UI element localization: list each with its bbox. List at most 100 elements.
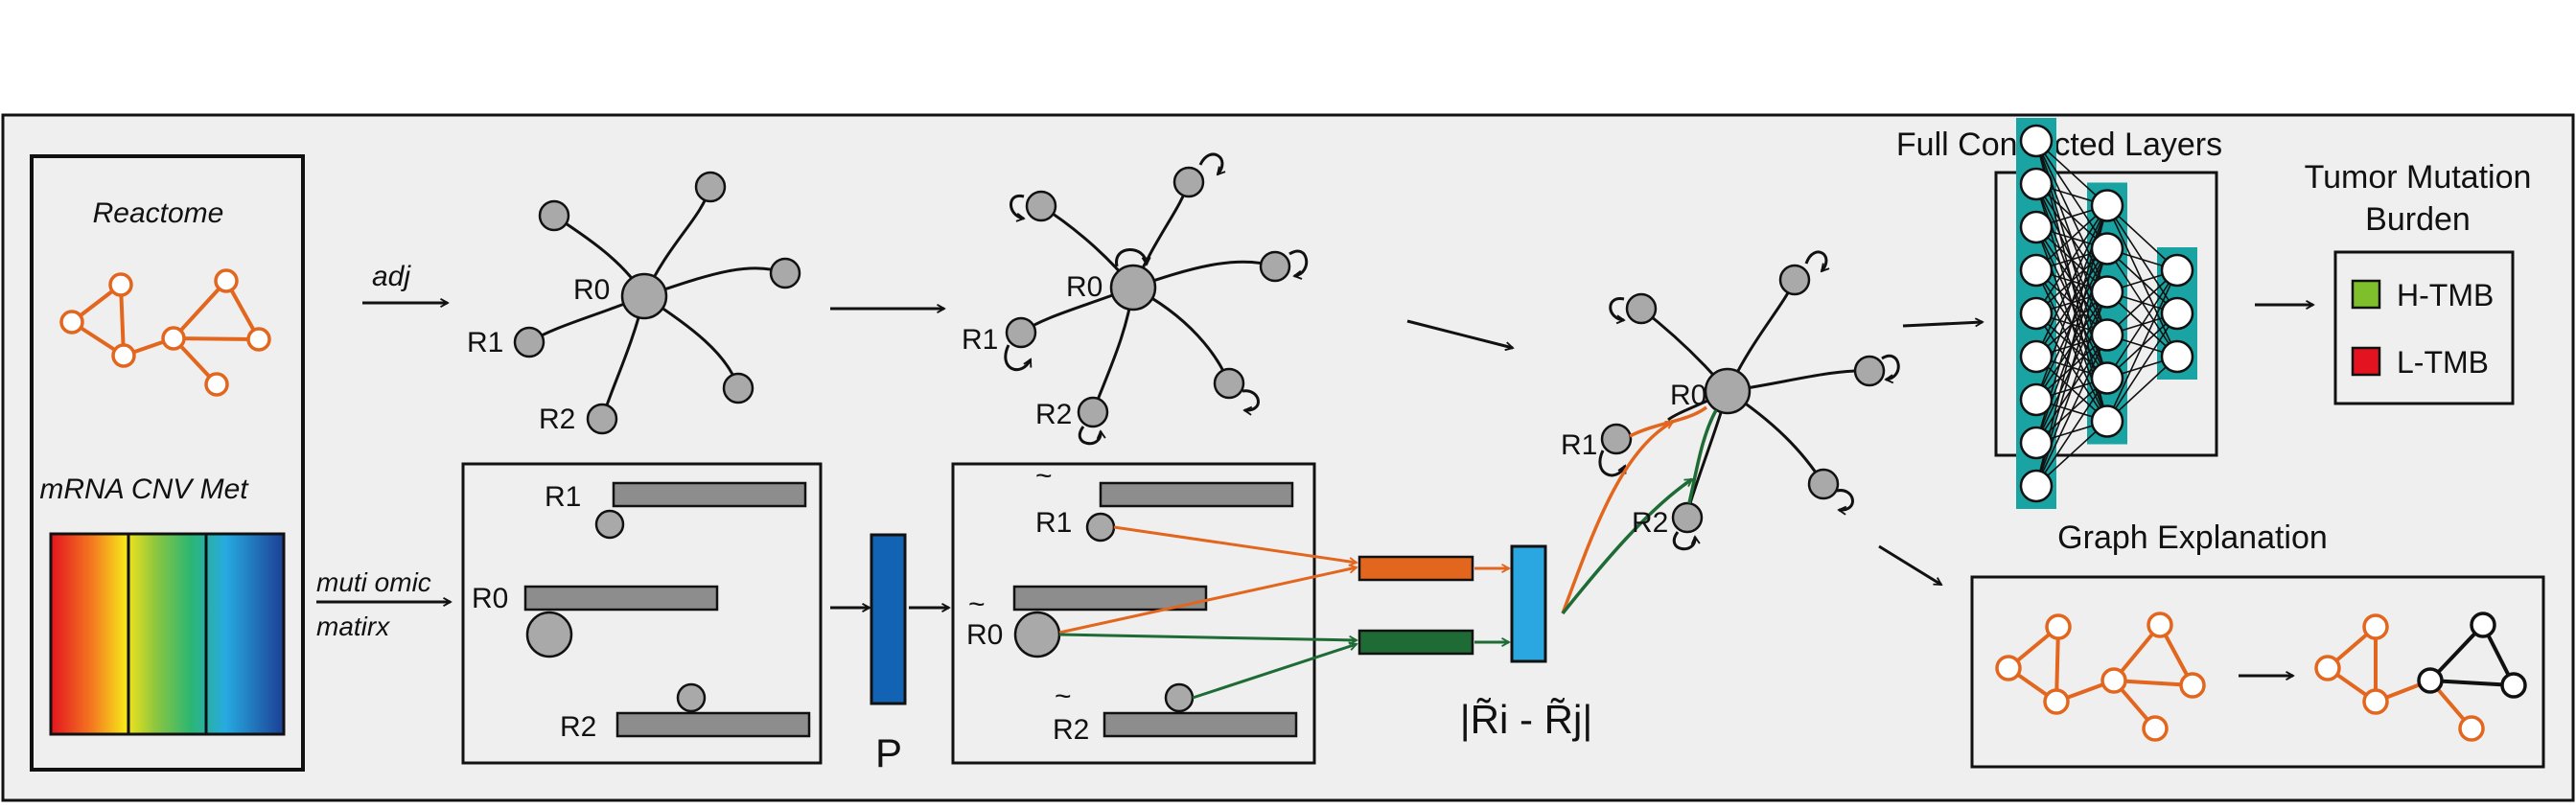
adj-label: adj	[372, 261, 411, 292]
m2-r0-tilde: ~	[968, 589, 986, 620]
legend-label-1: H-TMB	[2397, 278, 2494, 312]
omics-label: mRNA CNV Met	[39, 473, 249, 505]
fc-neuron	[2090, 232, 2124, 265]
fc-neuron	[2019, 426, 2054, 460]
projected-matrix-panel	[951, 462, 1316, 765]
fc-connection	[2106, 269, 2178, 422]
fc-connection	[2035, 205, 2108, 314]
explanation-box	[1970, 575, 2545, 769]
g2-r2-label: R2	[1035, 399, 1072, 430]
fc-box	[1994, 171, 2218, 457]
projection-block	[870, 533, 907, 705]
diff-vector-orange	[1358, 555, 1474, 582]
fc-connection	[2035, 205, 2108, 358]
fc-neuron	[2090, 275, 2124, 309]
reactome-label: Reactome	[93, 197, 224, 229]
g3-r2-label: R2	[1632, 507, 1668, 539]
m1-r1-label: R1	[545, 481, 581, 513]
m1-r2-node	[676, 682, 707, 713]
fc-connection	[2035, 335, 2108, 487]
m1-r0-bar	[523, 585, 719, 612]
graph2-to-graph3-arrow	[1406, 319, 1513, 348]
m2-r2-label: R2	[1053, 714, 1089, 746]
distance-label: |R̃i - R̃j|	[1460, 697, 1592, 742]
output-title-line2: Burden	[2365, 201, 2471, 238]
explanation-graph-output	[2314, 612, 2527, 742]
diff-vector-green	[1358, 629, 1474, 656]
m2-r1-label: R1	[1035, 507, 1072, 539]
g1-r2-label: R2	[539, 404, 575, 435]
fc-neuron	[2090, 318, 2124, 352]
m1-r2-bar	[615, 711, 811, 738]
fc-neuron	[2019, 167, 2054, 201]
output-title-line1: Tumor Mutation	[2305, 159, 2532, 196]
fc-connection	[2106, 269, 2178, 379]
fc-neuron	[2090, 189, 2124, 222]
reactome-graph	[59, 268, 271, 397]
m2-r2-node	[1164, 682, 1195, 713]
fc-neuron	[2090, 361, 2124, 395]
m2-r2-bar	[1102, 711, 1298, 738]
fc-neuron	[2019, 469, 2054, 503]
fc-neuron	[2019, 253, 2054, 288]
fc-connection	[2035, 378, 2108, 487]
g1-r1-label: R1	[467, 327, 503, 358]
m2-r1-node	[1085, 512, 1116, 543]
fc-neuron	[2019, 124, 2054, 158]
m2-r1-bar	[1099, 481, 1294, 508]
dist-to-r1-edge	[1561, 420, 1673, 614]
m1-r0-label: R0	[472, 583, 508, 614]
m1-r0-node	[525, 611, 573, 658]
g2-r1-label: R1	[962, 324, 998, 356]
diff-arrow-r0-orange	[1058, 567, 1357, 635]
m1-r1-node	[594, 509, 625, 540]
legend-swatch-2	[2351, 346, 2381, 377]
diff-arrow-r1	[1113, 525, 1357, 563]
m2-r0-bar	[1012, 585, 1208, 612]
dist-to-r2-edge	[1561, 477, 1692, 615]
diff-arrow-r0-green	[1058, 633, 1357, 640]
fc-neuron	[2090, 404, 2124, 438]
legend-swatch-1	[2351, 279, 2381, 310]
graph3-to-explanation-arrow	[1878, 544, 1941, 587]
omic-label-line2: matirx	[316, 612, 390, 641]
fc-neuron	[2160, 253, 2194, 288]
fc-neuron	[2019, 210, 2054, 244]
fc-neuron	[2019, 339, 2054, 374]
diff-arrow-r2	[1192, 644, 1357, 700]
explanation-graph-input	[1995, 612, 2206, 742]
legend-label-2: L-TMB	[2397, 345, 2489, 380]
input-panel	[30, 154, 305, 772]
fc-neuron	[2019, 296, 2054, 331]
m1-r2-label: R2	[560, 711, 596, 743]
g2-r0-label: R0	[1066, 271, 1102, 303]
omic-label-line1: muti omic	[316, 567, 431, 597]
m2-r0-node	[1013, 611, 1061, 658]
main-panel	[1, 113, 2575, 802]
explanation-title: Graph Explanation	[2057, 519, 2328, 556]
g3-r0-label: R0	[1670, 380, 1706, 411]
r1-r0-weighted-edge	[1629, 405, 1708, 438]
fc-neuron	[2019, 382, 2054, 417]
g3-r1-label: R1	[1561, 429, 1597, 461]
graph-weighted	[1598, 250, 1900, 551]
distance-block	[1510, 544, 1547, 663]
projection-label: P	[875, 730, 902, 775]
fc-title: Full Connected Layers	[1896, 127, 2222, 163]
legend-box	[2333, 250, 2515, 405]
fc-connection	[2106, 312, 2178, 422]
fc-neuron	[2160, 339, 2194, 374]
graph-adjacency	[513, 171, 801, 435]
m1-r1-bar	[612, 481, 807, 508]
graph-self-loops	[1004, 152, 1309, 446]
graph3-to-fc-arrow	[1902, 322, 1983, 328]
omics-matrix-panel	[461, 462, 823, 765]
m2-r1-tilde: ~	[1035, 460, 1053, 492]
m2-r0-label: R0	[966, 619, 1003, 651]
fc-network	[2016, 118, 2197, 509]
legend: H-TMB L-TMB	[2351, 278, 2494, 380]
g1-r0-label: R0	[573, 274, 610, 306]
r2-r0-weighted-edge	[1687, 409, 1718, 504]
